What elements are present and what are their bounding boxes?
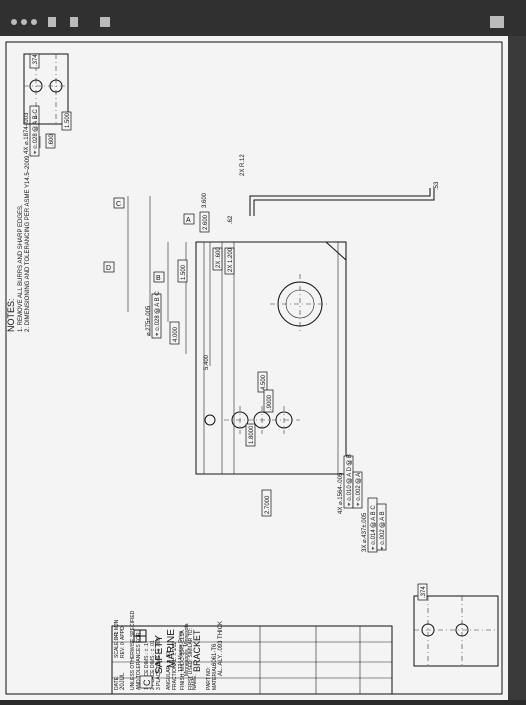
tb-tol-1: 1 PLACE DIMS.: ± .1 [144,643,150,690]
dim-374b: .374 [421,586,427,598]
tb-material2: AL. ALY. .093 THICK [218,621,224,676]
dim-1500: 1.500 [181,264,187,280]
drawing-sheet: 2X 1.200 2X .600 .62 3.600 2.600 1.500 4… [0,36,508,700]
hole-2 [253,411,271,429]
dim-2-7000: 2.7000 [265,495,271,514]
dim-374: .374 [33,54,39,66]
toolbar-icons [11,16,504,28]
tb-tol-3: 3 PLACE DIMS.: ± .005 [156,637,162,690]
dim-1500b: 1.500 [65,112,71,128]
dim-5400: 5.400 [204,354,210,370]
dim-4500: 4.500 [261,374,267,390]
tb-tol-2: 2 PLACE DIMS.: ± .01 [150,640,156,690]
dim-4000: 4.000 [173,326,179,342]
tb-city: Minneapolis, Minnesota [184,623,190,676]
callout-275: ⌀.275±.005 [146,305,152,336]
tb-first-used: FIRST USED: SIMILAR TO: [188,628,194,690]
callout-4x-1874: 4X ⌀.1874-.003 [24,112,30,154]
dim-3600: 3.600 [202,192,208,208]
tb-finish: FINISH: MIL-C-5541-CL1A [180,630,186,690]
title-block: DATE: 20JUL UNLESS OTHERWISE SPECIFIED A… [111,610,393,695]
dim-r12: 2X R.12 [240,154,246,176]
tb-part-name: BRACKET [192,629,202,672]
notes-title: NOTES: [6,298,16,332]
tb-rev: REV: 0 [120,642,126,658]
datum-c: C [116,201,121,208]
fcf-028b: ⌖ ⌀.028 Ⓜ A B C [154,291,161,336]
dim-9000: .9000 [267,394,273,410]
datum-d: D [106,265,111,272]
feature-callouts: 4X ⌀.1874-.003 ⌖ ⌀.028 Ⓜ A B C ⌀.275±.00… [24,105,387,553]
company-logo-icon [133,629,147,643]
datum-a: A [186,217,191,224]
tool-circle-icon[interactable] [31,19,37,25]
tb-scale: SCALE: = 1 [114,632,120,658]
end-view-right: .374 [413,583,499,667]
dim-2x-600: 2X .600 [216,247,222,268]
annotate-tool-icon[interactable] [48,17,56,27]
dim-600b: .600 [49,134,55,146]
tb-company: SAFETY [154,635,165,674]
dim-2600: 2.600 [203,214,209,230]
tb-appd: APPD: [120,625,126,640]
sidebar-toggle-icon[interactable] [490,16,504,28]
tb-date: 20JUL [120,672,126,690]
dimension-stack: 2X 1.200 2X .600 .62 3.600 2.600 1.500 4… [127,192,274,517]
left-dims: 1.500 .600 .374 [29,53,72,149]
tb-date-label: DATE: [114,676,120,690]
notes-block: NOTES: 1. REMOVE ALL BURRS AND SHARP EDG… [6,154,31,332]
sidebar-scrollbar[interactable] [508,36,526,700]
share-tool-icon[interactable] [100,17,110,27]
tb-angular: ANGULAR: ± .30' [166,651,172,690]
tool-circle-icon[interactable] [11,19,17,25]
plate-view [195,241,347,475]
fcf-014: ⌖ ⌀.014 Ⓜ A B C [370,505,377,550]
dim-1-8000: 1.8000 [249,425,255,444]
tb-material-label: MATERIAL: [212,664,218,690]
tb-dr: DR: MJN [114,619,120,640]
end-view-left [23,53,69,125]
tb-part-no: PART NO: [206,667,212,690]
markup-tool-icon[interactable] [70,17,78,27]
tb-material: 6061-T6 [212,643,218,666]
fcf-002: ⌖ ⌀.002 Ⓜ A [355,473,362,506]
tool-circle-icon[interactable] [21,19,27,25]
callout-4x-1564: 4X ⌀.1564-.005 [338,472,344,514]
fcf-028: ⌖ ⌀.028 Ⓜ A B C [32,109,39,154]
dim-62: .62 [228,215,234,224]
dim-53: .53 [434,181,440,190]
note-2: 2. DIMENSIONING AND TOLERANCING PER ASME… [25,154,31,332]
tb-size: C [142,679,152,686]
tb-company2: MARINE [166,629,177,668]
fcf-010: ⌖ ⌀.010 Ⓜ A D Ⓜ B [346,454,353,506]
viewer-toolbar [0,0,526,36]
tb-tolerance: UNLESS OTHERWISE SPECIFIED [130,610,136,690]
tb-tol-and: AND TOLERANCES FOR: [136,631,142,690]
callout-3x-437: 3X ⌀.437±.005 [362,512,368,552]
note-1: 1. REMOVE ALL BURRS AND SHARP EDGES. [18,204,24,332]
tb-name-label: NAME: [192,674,198,690]
fcf-002b: ⌖ ⌀.002 Ⓜ A B [379,511,386,550]
bracket-profile: 2X R.12 .53 [240,154,440,216]
tb-address: 1724 Marine Drive [178,631,184,672]
dim-2x-1200: 2X 1.200 [228,247,234,272]
datum-b: B [156,275,161,282]
tb-fractional: FRACTIONAL: ± 1/32 [172,641,178,690]
datum-labels: A B C D [103,197,195,283]
